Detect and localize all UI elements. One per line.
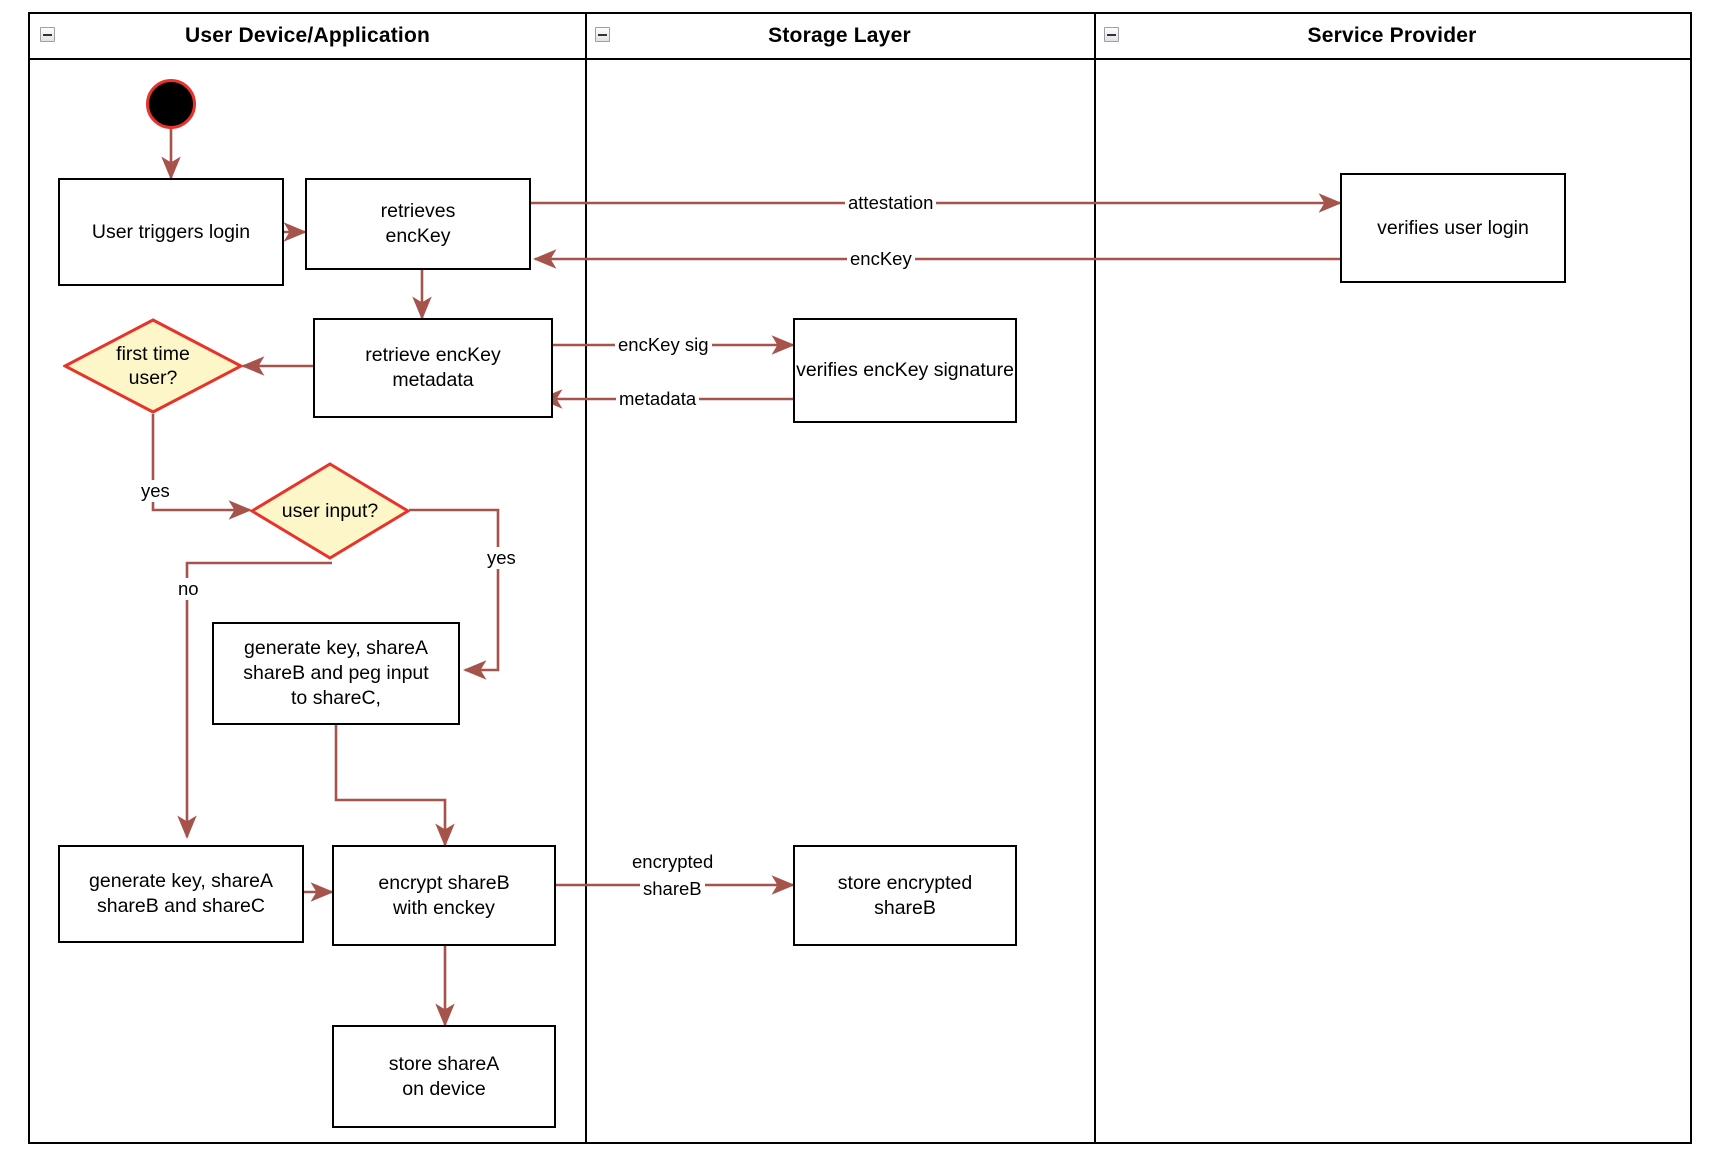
diamond-shape bbox=[250, 462, 410, 560]
edge-label-enckey-sig: encKey sig bbox=[615, 334, 712, 357]
activity-verifies-user-login[interactable]: verifies user login bbox=[1340, 173, 1566, 283]
activity-label: verifies user login bbox=[1377, 216, 1529, 239]
activity-verifies-enckey-signature[interactable]: verifies encKey signature bbox=[793, 318, 1017, 423]
decision-user-input[interactable]: user input? bbox=[250, 462, 410, 560]
activity-label-line1: store encrypted bbox=[837, 871, 973, 894]
activity-label-line1: retrieves bbox=[380, 200, 456, 223]
activity-label-line1: encrypt shareB bbox=[378, 871, 510, 894]
activity-label: User triggers login bbox=[91, 220, 251, 243]
lane-header-service-provider[interactable]: Service Provider bbox=[1094, 14, 1690, 60]
edge-label-userinput-yes: yes bbox=[484, 547, 519, 570]
activity-label-line3: to shareC, bbox=[291, 686, 381, 709]
activity-retrieves-enckey[interactable]: retrieves encKey bbox=[305, 178, 531, 270]
activity-generate-key-shares[interactable]: generate key, shareA shareB and shareC bbox=[58, 845, 304, 943]
lane-title-storage: Storage Layer bbox=[768, 24, 911, 47]
activity-label-line1: store shareA bbox=[388, 1052, 500, 1075]
activity-label-line1: generate key, shareA bbox=[244, 637, 428, 660]
activity-label-line2: with enckey bbox=[393, 896, 495, 919]
minus-box-icon[interactable] bbox=[1104, 27, 1119, 42]
edge-label-encrypted-shareb-line1: encrypted bbox=[629, 851, 717, 874]
start-node[interactable] bbox=[146, 79, 196, 129]
lane-title-service-provider: Service Provider bbox=[1307, 24, 1477, 47]
lane-header-storage[interactable]: Storage Layer bbox=[585, 14, 1094, 60]
lane-header-user-device[interactable]: User Device/Application bbox=[30, 14, 585, 60]
edge-label-metadata: metadata bbox=[616, 388, 700, 411]
activity-label-line2: shareB and shareC bbox=[96, 895, 265, 917]
activity-generate-key-peg-input[interactable]: generate key, shareA shareB and peg inpu… bbox=[212, 622, 460, 725]
activity-label-line2: shareB bbox=[874, 896, 936, 919]
lane-divider-1 bbox=[585, 14, 587, 1142]
activity-label-line1: generate key, shareA bbox=[89, 870, 273, 893]
activity-label-line2: shareB and peg input bbox=[243, 662, 429, 685]
minus-box-icon[interactable] bbox=[40, 27, 55, 42]
activity-user-triggers-login[interactable]: User triggers login bbox=[58, 178, 284, 286]
edge-label-encrypted-shareb-line2: shareB bbox=[640, 878, 705, 901]
activity-label-line2: on device bbox=[402, 1077, 486, 1100]
activity-store-encrypted-shareb[interactable]: store encrypted shareB bbox=[793, 845, 1017, 946]
activity-encrypt-shareb[interactable]: encrypt shareB with enckey bbox=[332, 845, 556, 946]
activity-label-line2: metadata bbox=[392, 369, 474, 391]
lane-title-user-device: User Device/Application bbox=[184, 24, 430, 47]
diamond-shape bbox=[63, 318, 243, 414]
activity-label-line1: retrieve encKey bbox=[365, 344, 501, 367]
activity-label: verifies encKey signature bbox=[796, 359, 1014, 382]
activity-store-sharea-on-device[interactable]: store shareA on device bbox=[332, 1025, 556, 1128]
edge-label-firsttime-yes: yes bbox=[138, 480, 173, 503]
minus-box-icon[interactable] bbox=[595, 27, 610, 42]
edge-label-enckey: encKey bbox=[847, 248, 915, 271]
activity-label-line2: encKey bbox=[385, 225, 451, 247]
decision-first-time-user[interactable]: first time user? bbox=[63, 318, 243, 414]
lane-divider-2 bbox=[1094, 14, 1096, 1142]
edge-label-userinput-no: no bbox=[175, 578, 202, 601]
activity-retrieve-enckey-metadata[interactable]: retrieve encKey metadata bbox=[313, 318, 553, 418]
edge-label-attestation: attestation bbox=[845, 192, 937, 215]
